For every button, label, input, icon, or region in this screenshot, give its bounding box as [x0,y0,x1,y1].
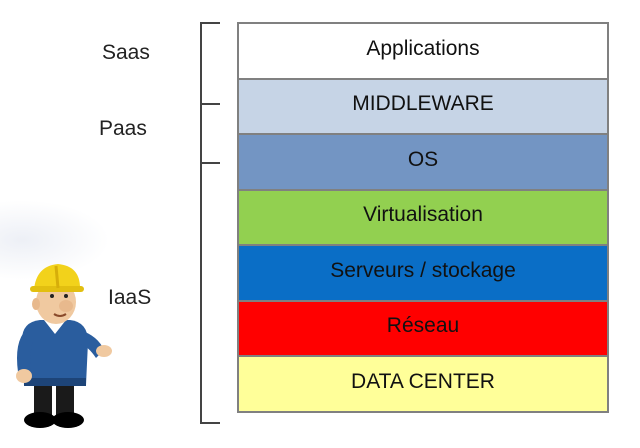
layer-applications: Applications [237,22,609,80]
bracket-tick-top [200,22,220,24]
bracket-tick-paas-iaas [200,162,220,164]
layer-data-center: DATA CENTER [237,355,609,413]
cloud-stack: Applications MIDDLEWARE OS Virtualisatio… [237,22,609,413]
tier-label-saas: Saas [102,41,150,64]
bracket-tick-saas-paas [200,103,220,105]
layer-reseau: Réseau [237,299,609,357]
layer-middleware: MIDDLEWARE [237,77,609,135]
tier-bracket [200,22,222,424]
layer-label: OS [407,147,439,171]
layer-label: Applications [366,36,480,60]
layer-label: Virtualisation [363,203,483,227]
layer-virtualisation: Virtualisation [237,188,609,246]
layer-label: Réseau [386,314,460,338]
tier-label-paas: Paas [99,117,147,140]
layer-label: MIDDLEWARE [352,92,494,116]
layer-label: DATA CENTER [351,369,495,393]
layer-label: Serveurs / stockage [330,258,516,282]
bracket-tick-bottom [200,422,220,424]
tier-label-iaas: IaaS [108,286,152,309]
bracket-line [200,22,202,424]
layer-serveurs-stockage: Serveurs / stockage [237,244,609,302]
layer-os: OS [237,133,609,191]
construction-worker-icon [16,264,112,428]
